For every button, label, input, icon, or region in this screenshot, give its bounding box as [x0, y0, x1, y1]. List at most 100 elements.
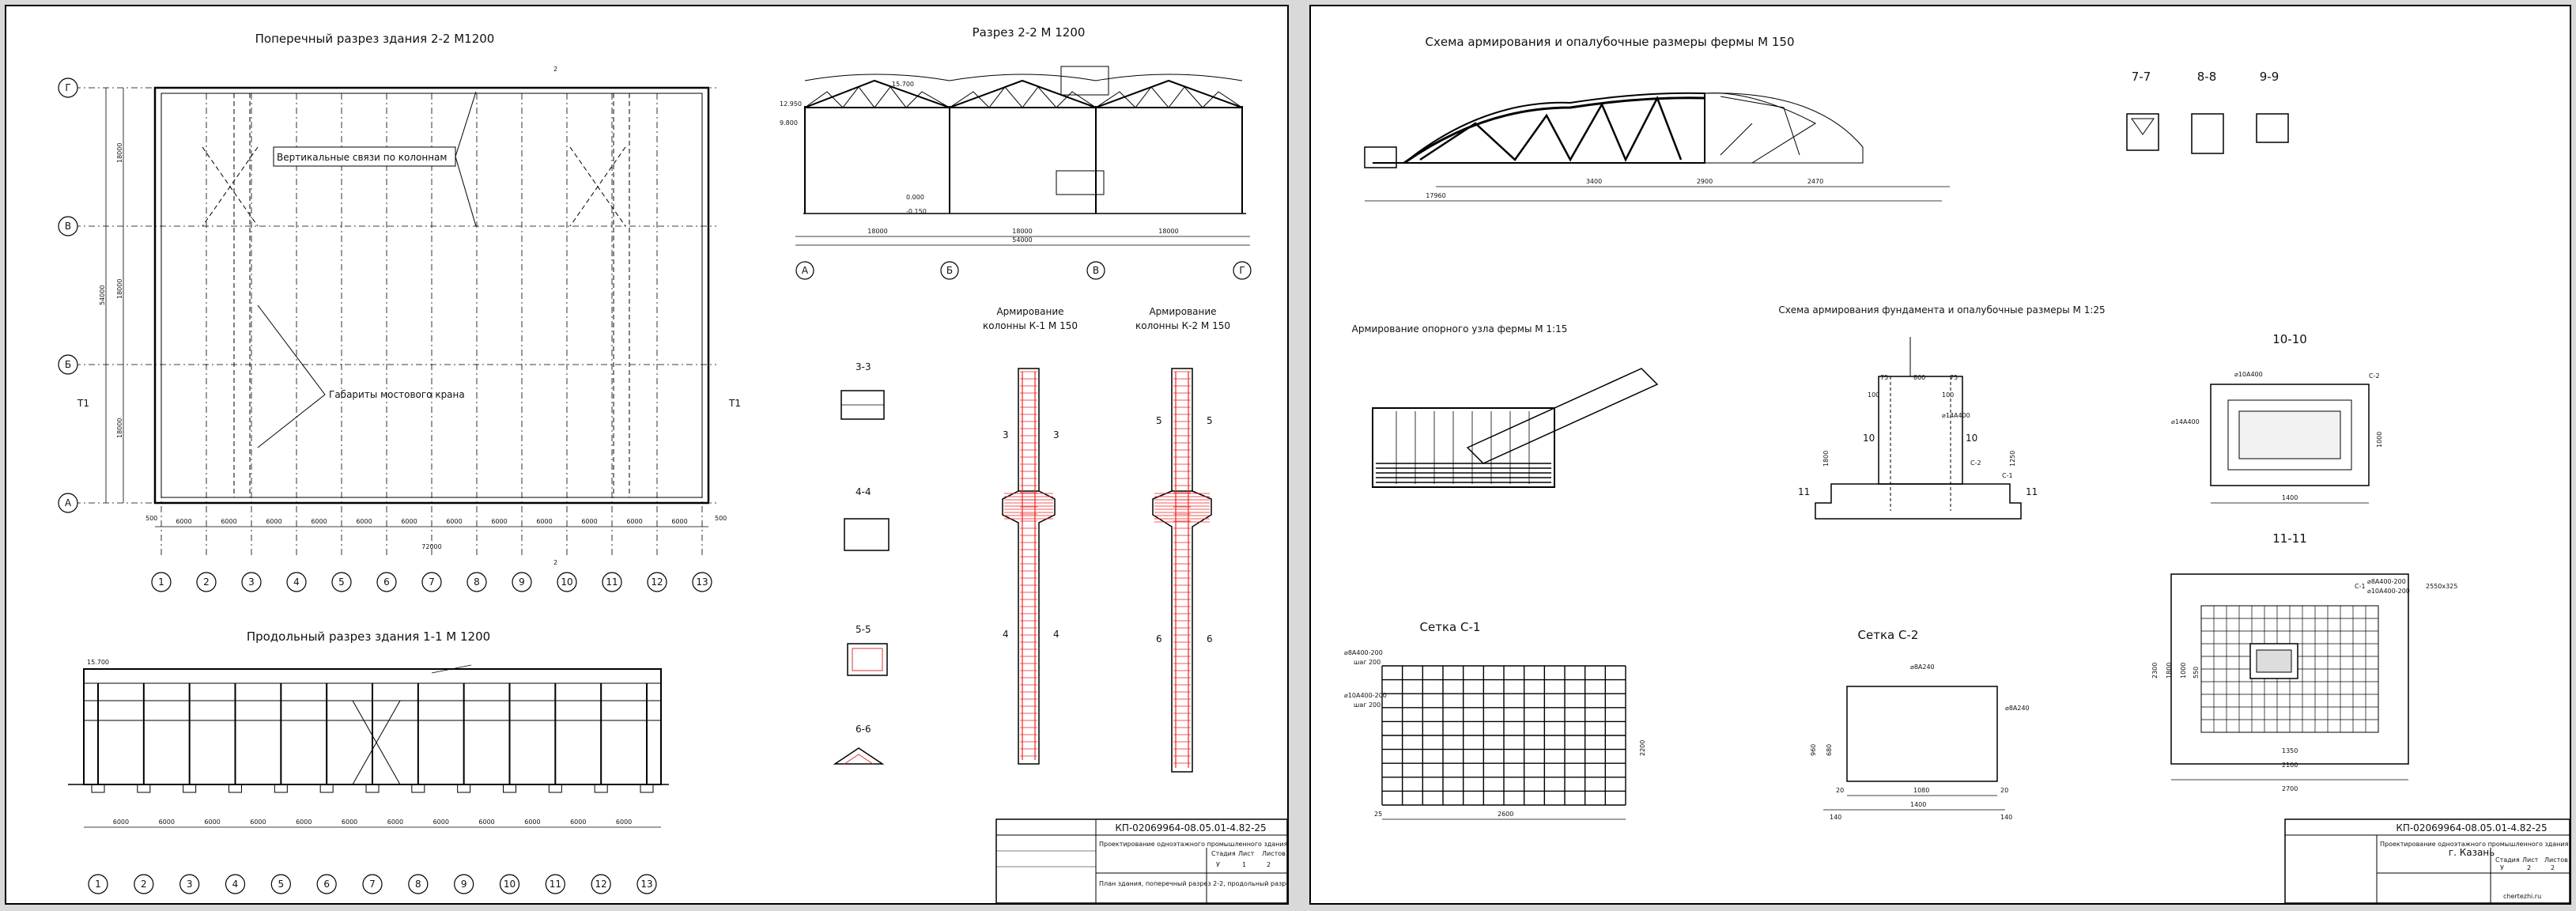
- mesh-c2-rebar-side: ⌀8А240: [2005, 705, 2030, 712]
- long-axis-bubble-label: 11: [550, 879, 561, 890]
- edge-dim-right: 500: [715, 515, 727, 522]
- fdn-dim-1250: 1250: [2009, 451, 2016, 467]
- section22-total: 54000: [1012, 236, 1032, 244]
- long-footing: [229, 784, 242, 793]
- plan-row-bubble-label: Б: [65, 359, 71, 370]
- fdn-mark-11-right: 11: [2026, 486, 2038, 497]
- section-6-6-label: 6-6: [856, 724, 871, 735]
- stamp-subject: Проектирование одноэтажного промышленног…: [1099, 841, 1289, 848]
- row-dim-total: 54000: [99, 285, 106, 305]
- stamp-h1: Стадия: [1211, 850, 1236, 857]
- plan-title: Поперечный разрез здания 2-2 М1200: [255, 32, 495, 46]
- sec22-axis-bubble-circle: [1233, 261, 1252, 280]
- s1010-rebar-side: ⌀14А400: [2171, 418, 2200, 425]
- mesh-c2-title: Сетка С-2: [1858, 628, 1919, 642]
- s1111-dim-2300: 2300: [2151, 663, 2159, 679]
- long-span-dim: 6000: [433, 818, 449, 826]
- section22-frame: [795, 66, 1250, 246]
- plan-col-bubble-label: 8: [474, 576, 480, 588]
- long-level-top: 15.700: [87, 659, 109, 666]
- stamp2-h3: Листов: [2544, 856, 2568, 864]
- k2-rebar-hatching: [1154, 371, 1210, 768]
- mesh-c2-total: 1400: [1910, 801, 1926, 808]
- plan-span-dim: 6000: [581, 518, 597, 525]
- stamp2-v1: У: [2500, 864, 2504, 871]
- long-footing: [503, 784, 516, 793]
- long-footing: [91, 784, 105, 793]
- section22-span-3: 18000: [1158, 228, 1178, 235]
- truss-sections: 7-7 8-8 9-9: [2126, 70, 2289, 154]
- plan-col-bubble-label: 10: [561, 576, 572, 588]
- s1111-dim-1000: 1000: [2180, 663, 2187, 679]
- row-dim-3: 18000: [116, 418, 123, 438]
- truss-dim-1: 3400: [1586, 178, 1602, 185]
- stamp-sheet-desc: План здания, поперечный разрез 2-2, прод…: [1099, 880, 1289, 887]
- plan-col-bubble-circle: [241, 572, 262, 592]
- plan-col-bubble-circle: [286, 572, 307, 592]
- long-span-dim: 6000: [159, 818, 175, 826]
- stamp2-h1: Стадия: [2495, 856, 2520, 864]
- row-dim-2: 18000: [116, 279, 123, 299]
- section22-span-2: 18000: [1012, 228, 1032, 235]
- long-span-dim: 6000: [296, 818, 312, 826]
- truss-dim-total: 17960: [1426, 192, 1445, 199]
- mesh-c1-edge: 25: [1374, 811, 1382, 818]
- support-node-bars: [1376, 411, 1551, 484]
- title-block: КП-02069964-08.05.01-4.82-25 Проектирова…: [995, 818, 1407, 904]
- sec22-axis-bubble-circle: [1086, 261, 1105, 280]
- plan-col-bubble-circle: [602, 572, 622, 592]
- support-node: Армирование опорного узла фермы М 1:15: [1352, 323, 1659, 488]
- long-footing: [365, 784, 380, 793]
- plan-col-bubble-label: 5: [338, 576, 345, 588]
- long-section-title: Продольный разрез здания 1-1 М 1200: [247, 629, 490, 644]
- edge-dim-left: 500: [145, 515, 157, 522]
- mesh-c1-rebar-1: ⌀8А400-200: [1344, 649, 1383, 656]
- plan-col-bubble-circle: [557, 572, 577, 592]
- mesh-c2-edge-2: 20: [2000, 787, 2008, 794]
- section-11-11-title: 11-11: [2272, 531, 2307, 546]
- mesh-c2-edge-4: 140: [2000, 814, 2012, 821]
- bracing-callout: Вертикальные связи по колоннам: [277, 152, 447, 163]
- k1-mark-4b: 4: [1053, 629, 1059, 640]
- stamp-v1: У: [1216, 861, 1220, 868]
- column-cross-sections: 3-3 4-4 5-5 6-6: [833, 361, 890, 765]
- stamp2-v2: 2: [2527, 864, 2531, 871]
- plan-span-dim: 6000: [671, 518, 687, 525]
- long-footing: [548, 784, 562, 793]
- long-axis-bubble-label: 7: [369, 879, 376, 890]
- mesh-c2-edge-1: 20: [1836, 787, 1844, 794]
- plan-row-bubble-circle: [58, 216, 78, 236]
- fdn-dim-100-left: 100: [1868, 391, 1879, 399]
- long-span-dim: 6000: [113, 818, 129, 826]
- s1111-size: 2550х325: [2426, 583, 2457, 590]
- k1-title-1: Армирование: [996, 306, 1063, 317]
- long-axis-bubble-circle: [636, 874, 657, 894]
- long-axis-bubble-label: 6: [323, 879, 330, 890]
- plan-span-dim: 6000: [446, 518, 462, 525]
- plan-span-dim: 6000: [221, 518, 236, 525]
- long-span-dim: 6000: [478, 818, 494, 826]
- k2-title-2: колонны К-2 М 150: [1135, 320, 1230, 331]
- level-ground: -0.150: [906, 208, 927, 215]
- mesh-c1-width: 2600: [1498, 811, 1513, 818]
- stamp-code: КП-02069964-08.05.01-4.82-25: [1115, 822, 1266, 834]
- stamp2-v3: 2: [2551, 864, 2555, 871]
- long-axis-bubble-circle: [591, 874, 611, 894]
- fdn-mark-10-right: 10: [1966, 433, 1977, 444]
- mesh-c2-edge-3: 140: [1830, 814, 1841, 821]
- section-10-10: 10-10 1400 1000 ⌀10А400 ⌀14А400 С-2: [2171, 332, 2383, 504]
- stamp2-subject: Проектирование одноэтажного промышленног…: [2380, 841, 2571, 848]
- s1010-width: 1400: [2282, 494, 2298, 501]
- mesh-c2: Сетка С-2 1080 1400 20 20 140 140 960 68…: [1810, 628, 2030, 821]
- long-span-dim: 6000: [387, 818, 403, 826]
- plan-col-bubble-label: 9: [519, 576, 525, 588]
- longitudinal-section-1-1: Продольный разрез здания 1-1 М 1200 15.7…: [68, 629, 669, 894]
- long-span-dim: 6000: [250, 818, 266, 826]
- bracing-line: [202, 146, 259, 227]
- long-axis-bubble-circle: [408, 874, 429, 894]
